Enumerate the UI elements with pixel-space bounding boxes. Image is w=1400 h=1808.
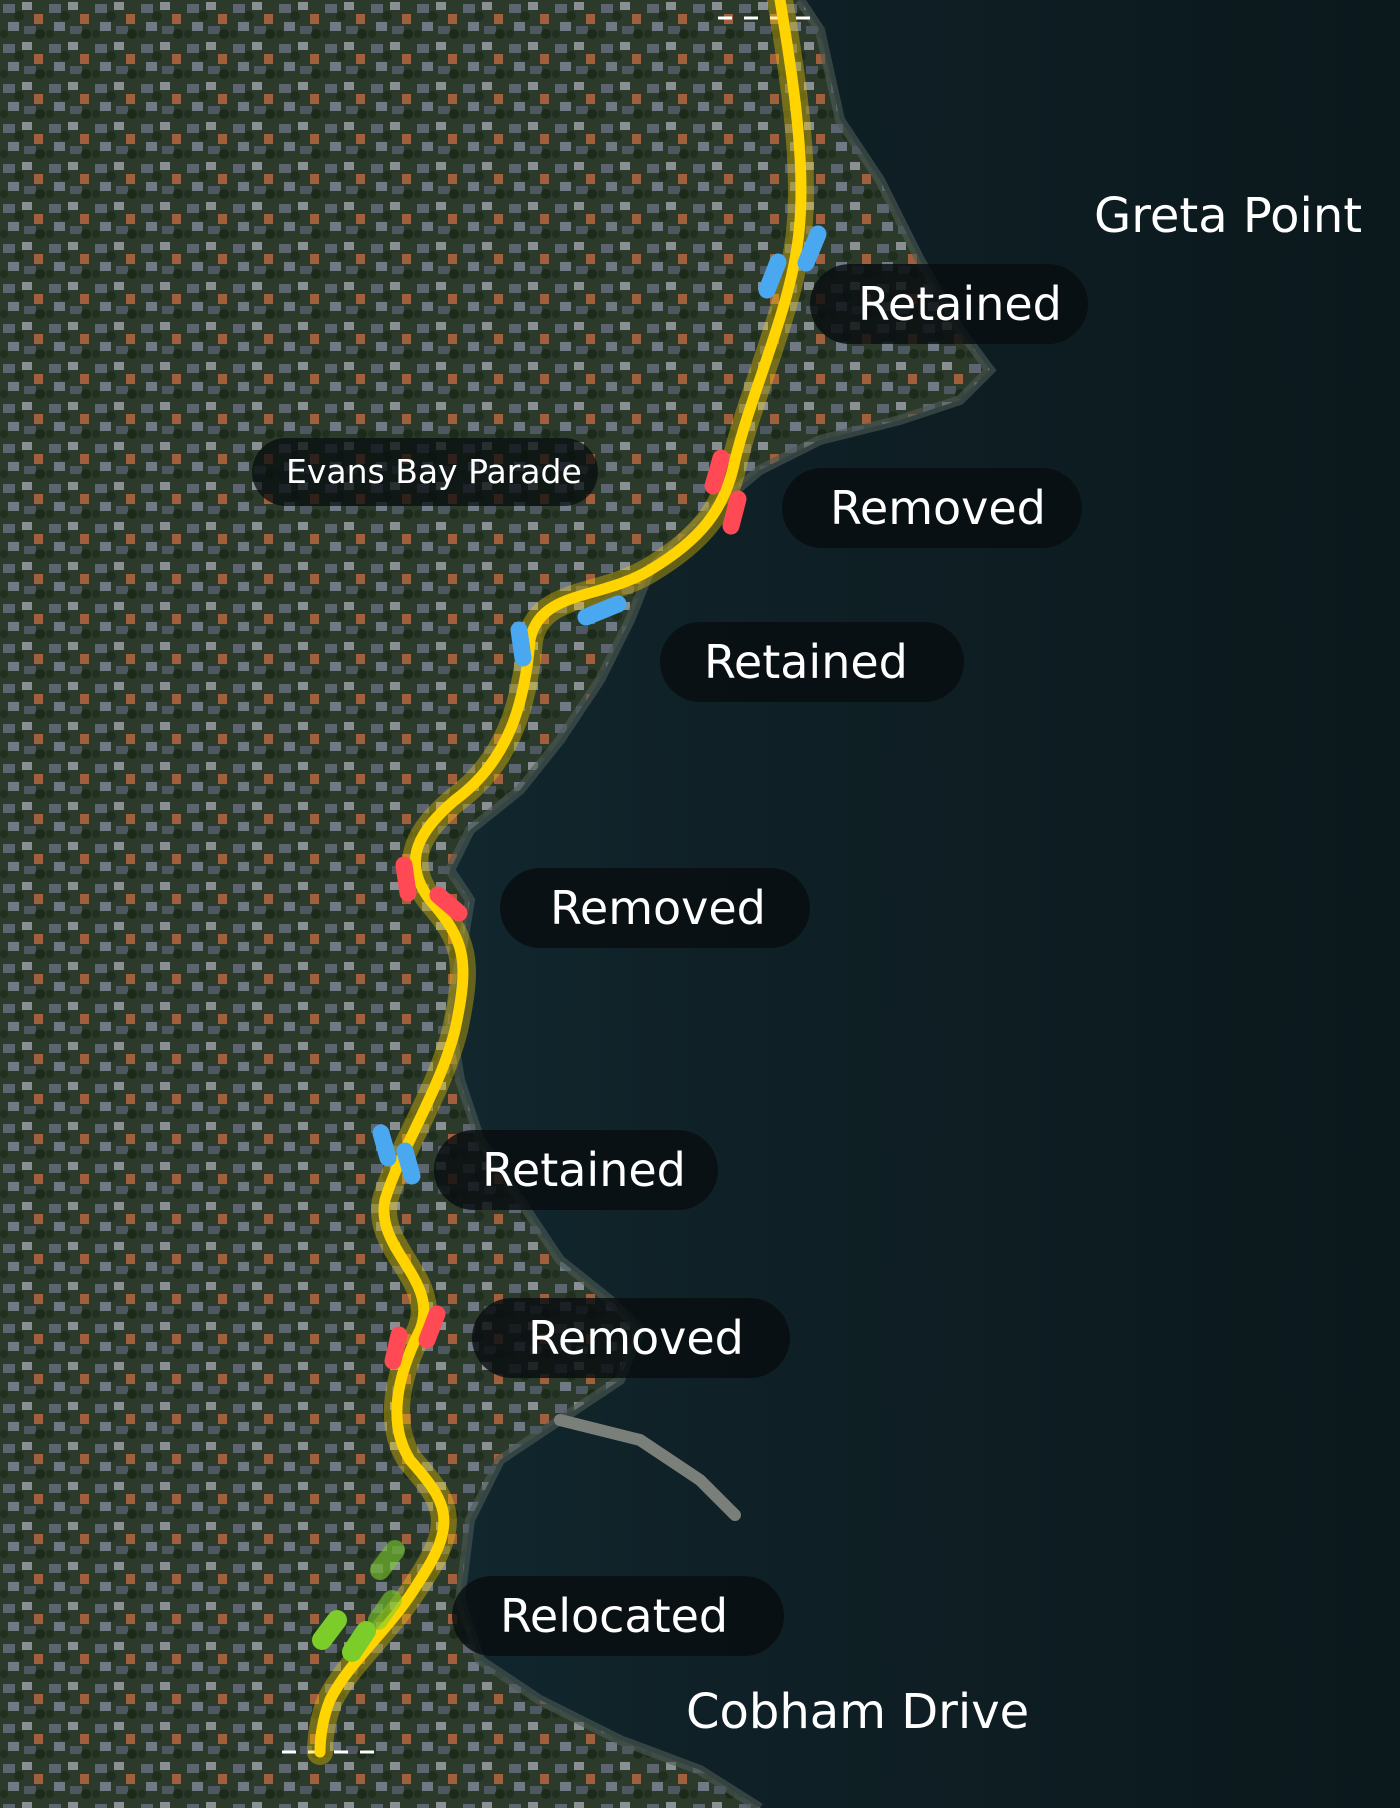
removed-marker	[384, 1326, 408, 1370]
status-label-removed: Removed	[782, 468, 1082, 548]
retained-marker	[758, 253, 787, 299]
relocated-marker	[312, 1610, 347, 1650]
removed-marker	[704, 449, 730, 495]
retained-marker	[577, 595, 627, 626]
relocated-marker	[370, 1540, 405, 1580]
retained-marker	[372, 1124, 397, 1167]
relocated-marker	[342, 1621, 376, 1662]
street-label-evans-bay-parade: Evans Bay Parade	[252, 438, 598, 506]
status-label-retained: Retained	[434, 1130, 718, 1210]
removed-marker	[429, 886, 468, 922]
retained-marker	[510, 621, 532, 667]
coastal-strip	[444, 0, 997, 1808]
removed-marker	[418, 1305, 446, 1349]
status-label-removed: Removed	[472, 1298, 790, 1378]
retained-marker	[797, 225, 827, 272]
place-label-greta-point: Greta Point	[1094, 188, 1363, 244]
removed-marker	[722, 490, 747, 535]
relocated-marker	[368, 1590, 402, 1630]
route-line	[314, 0, 807, 1758]
status-label-retained: Retained	[810, 264, 1088, 344]
removed-marker	[395, 856, 417, 902]
breakwater	[554, 1414, 741, 1521]
status-label-removed: Removed	[500, 868, 810, 948]
place-label-cobham-drive: Cobham Drive	[686, 1684, 1030, 1740]
status-label-relocated: Relocated	[452, 1576, 784, 1656]
status-label-retained: Retained	[660, 622, 964, 702]
retained-marker	[396, 1142, 421, 1185]
